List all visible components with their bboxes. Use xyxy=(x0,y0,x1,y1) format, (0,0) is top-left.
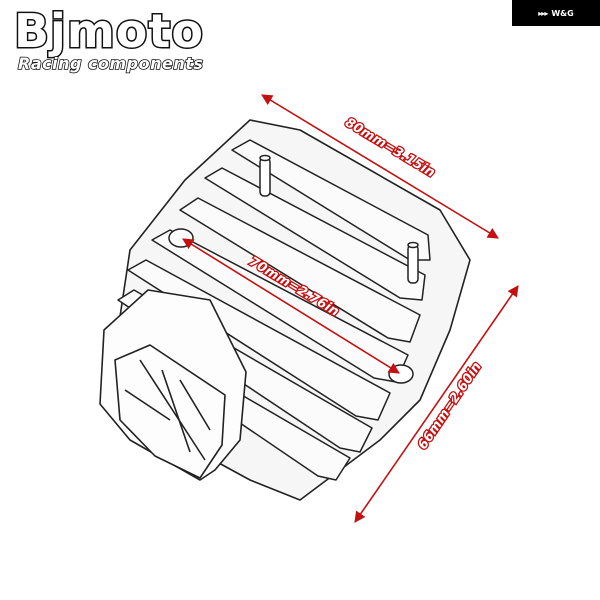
brand-logo: Bjmoto Racing components xyxy=(13,2,205,74)
corner-badge: ▸▸▸ W&G xyxy=(512,0,600,26)
badge-text: W&G xyxy=(551,8,574,18)
brand-subtitle: Racing components xyxy=(17,53,204,74)
brand-title: Bjmoto xyxy=(13,3,205,60)
wing-logo-icon: ▸▸▸ xyxy=(538,8,548,18)
